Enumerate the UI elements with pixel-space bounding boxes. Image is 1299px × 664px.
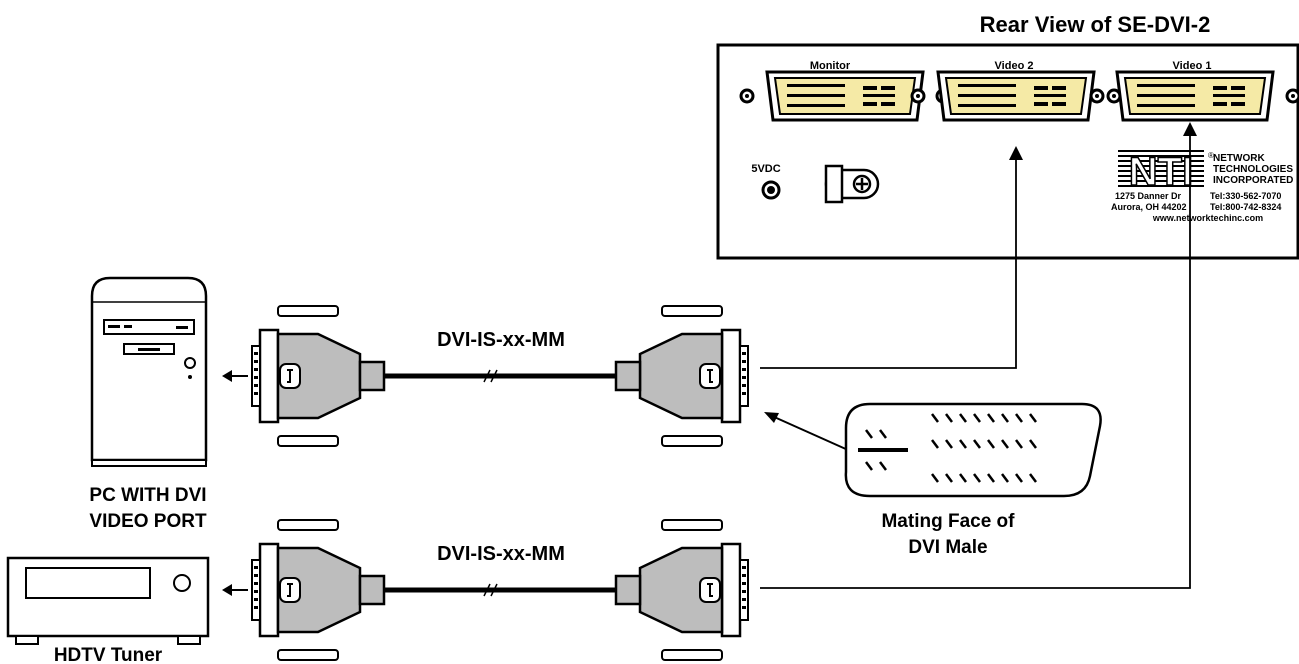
video1-arrow-icon (1183, 122, 1197, 136)
top-cable-right-plug (614, 304, 750, 448)
video2-port-label: Video 2 (995, 60, 1034, 72)
top-cable-left-plug (250, 304, 386, 448)
nti-logo: NTI ® (1118, 149, 1214, 195)
monitor-port-label: Monitor (810, 60, 851, 72)
mating-face-arrow-icon (764, 412, 849, 451)
svg-text:®: ® (1208, 151, 1214, 160)
video1-port-label: Video 1 (1173, 60, 1212, 72)
video2-arrow-icon (1009, 146, 1023, 160)
pc-label-line1: PC WITH DVI (89, 485, 206, 506)
mating-face-label-line2: DVI Male (908, 537, 987, 558)
top-cable (250, 304, 750, 448)
bottom-cable-left-plug (250, 518, 386, 662)
pc-tower (90, 276, 208, 467)
logo-text: NTI (1129, 150, 1193, 194)
bottom-cable (250, 518, 750, 662)
company-name-line1: NETWORK (1213, 153, 1265, 164)
address-line2: Aurora, OH 44202 (1111, 202, 1187, 212)
ground-lug-icon (824, 164, 880, 204)
company-name-line3: INCORPORATED (1213, 175, 1293, 186)
hdtv-tuner-icon (6, 556, 210, 645)
company-name-line2: TECHNOLOGIES (1213, 164, 1293, 175)
phone-line2: Tel:800-742-8324 (1210, 202, 1281, 212)
video1-port (1089, 70, 1299, 122)
top-cable-label: DVI-IS-xx-MM (437, 329, 565, 351)
panel-title: Rear View of SE-DVI-2 (980, 12, 1211, 37)
power-jack-icon (761, 180, 781, 200)
power-label: 5VDC (751, 163, 780, 175)
pc-arrow-icon (222, 370, 248, 382)
hdtv-label: HDTV Tuner (54, 645, 163, 664)
video2-connection-line (760, 152, 1017, 369)
bottom-cable-right-plug (614, 518, 750, 662)
address-line1: 1275 Danner Dr (1115, 191, 1182, 201)
mating-face-label-line1: Mating Face of (881, 511, 1015, 532)
mating-face-diagram (844, 402, 1102, 498)
phone-line1: Tel:330-562-7070 (1210, 191, 1281, 201)
bottom-cable-label: DVI-IS-xx-MM (437, 543, 565, 565)
video1-connection-line (760, 128, 1191, 589)
hdtv-arrow-icon (222, 584, 248, 596)
pc-label-line2: VIDEO PORT (89, 511, 207, 532)
video2-port (910, 70, 1122, 122)
website: www.networktechinc.com (1152, 213, 1263, 223)
